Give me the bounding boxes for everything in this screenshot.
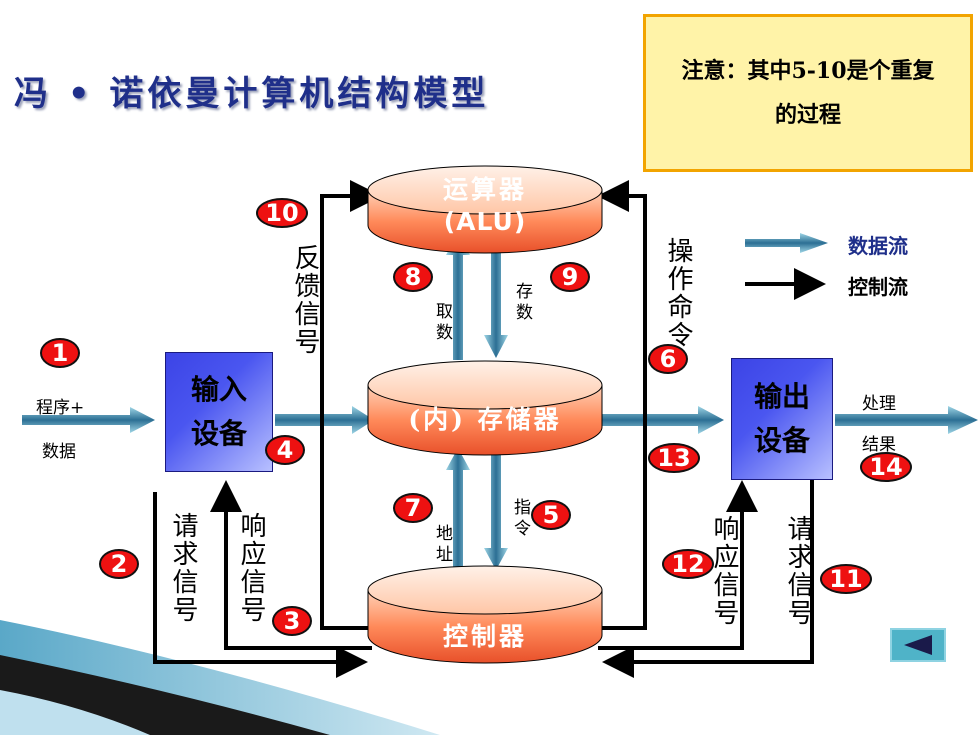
label-result-1: 处理 xyxy=(862,394,896,414)
previous-slide-button[interactable] xyxy=(890,628,946,662)
step-badge-10: 10 xyxy=(256,198,308,228)
step-badge-12: 12 xyxy=(662,549,714,579)
input-device-line1: 输入 xyxy=(190,373,247,406)
step-badge-8: 8 xyxy=(393,262,433,292)
data-flow-arrows xyxy=(22,232,978,570)
memory-cylinder xyxy=(367,360,603,456)
note-text: 注意：其中5-10是个重复的过程 xyxy=(681,58,935,128)
step-badge-14: 14 xyxy=(860,452,912,482)
step-badge-4: 4 xyxy=(265,435,305,465)
label-program-data-1: 程序+ xyxy=(36,398,85,418)
label-program-data-2: 数据 xyxy=(42,442,76,462)
step-badge-13: 13 xyxy=(648,443,700,473)
label-response-left: 响应信号 xyxy=(236,512,266,624)
output-device-line2: 设备 xyxy=(753,424,810,457)
triangle-left-icon xyxy=(904,635,932,655)
step-badge-3: 3 xyxy=(272,606,312,636)
step-badge-9: 9 xyxy=(550,262,590,292)
label-address: 地址 xyxy=(432,524,452,566)
step-badge-11: 11 xyxy=(820,564,872,594)
label-result-2: 结果 xyxy=(862,435,896,455)
controller-cylinder xyxy=(367,565,603,664)
input-device-line2: 设备 xyxy=(190,417,247,450)
label-request-left: 请求信号 xyxy=(168,512,198,624)
alu-label: 运算器 (ALU) xyxy=(375,174,595,238)
step-badge-6: 6 xyxy=(648,344,688,374)
alu-label-line1: 运算器 xyxy=(442,175,527,204)
label-feedback-signal: 反馈信号 xyxy=(290,244,320,356)
output-device-line1: 输出 xyxy=(753,380,810,413)
label-fetch: 取数 xyxy=(432,302,452,344)
legend-data-flow: 数据流 xyxy=(848,234,908,258)
control-flow-lines xyxy=(153,180,826,678)
note-box: 注意：其中5-10是个重复的过程 xyxy=(643,14,973,172)
page-title: 冯 • 诺依曼计算机结构模型 xyxy=(14,74,490,114)
label-instruction: 指令 xyxy=(510,498,530,540)
alu-cylinder xyxy=(367,165,603,254)
legend-control-flow: 控制流 xyxy=(848,275,908,299)
step-badge-7: 7 xyxy=(393,493,433,523)
label-operation-command: 操作命令 xyxy=(663,237,693,349)
alu-label-line2: (ALU) xyxy=(443,207,527,236)
label-store: 存数 xyxy=(512,282,532,324)
step-badge-1: 1 xyxy=(40,338,80,368)
memory-label: (内) 存储器 xyxy=(408,405,562,434)
step-badge-2: 2 xyxy=(99,549,139,579)
input-device-box: 输入 设备 xyxy=(165,352,273,472)
controller-label: 控制器 xyxy=(442,622,527,651)
output-device-box: 输出 设备 xyxy=(731,358,833,480)
step-badge-5: 5 xyxy=(531,500,571,530)
label-request-right: 请求信号 xyxy=(783,515,813,627)
label-response-right: 响应信号 xyxy=(709,515,739,627)
